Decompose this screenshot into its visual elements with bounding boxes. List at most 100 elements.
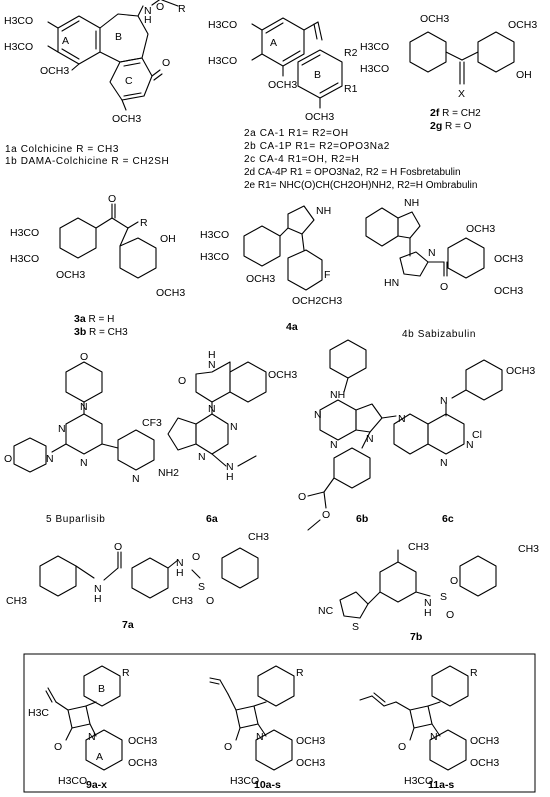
atom-label: N (428, 247, 436, 259)
ring-b (297, 49, 343, 99)
atom-label: OCH3 (112, 113, 141, 125)
atom-label: N (330, 439, 338, 451)
atom-label: F (324, 269, 330, 281)
atom-label: OCH3 (494, 285, 523, 297)
morpholine-ring-left (13, 437, 47, 473)
compound-1-colchicine: A B C H3CO H3CO OCH3 O OCH3 N H O R 1a C… (4, 0, 186, 167)
atom-label: Cl (472, 429, 482, 441)
atom-label: N (424, 597, 432, 609)
atom-label: N (466, 439, 474, 451)
atom-label: OCH3 (128, 757, 157, 769)
atom-label: O (162, 57, 170, 69)
atom-label: NH (330, 389, 345, 401)
caption-9a-x: 9a-x (86, 779, 107, 791)
pyridine-ring (393, 413, 429, 455)
boxed-series-frame (23, 653, 536, 793)
atom-label: H3CO (208, 55, 237, 67)
atom-label: OCH3 (494, 253, 523, 265)
atom-label: H (176, 567, 184, 579)
caption-6c: 6c (442, 513, 454, 525)
benzyl-ring (329, 339, 367, 379)
phenyl-ring (431, 665, 469, 707)
caption-3a: 3a R = H (74, 313, 114, 325)
atom-label: S (198, 581, 205, 593)
caption-2e: 2e R1= NHC(O)CH(CH2OH)NH2, R2=H Ombrabul… (244, 180, 477, 191)
caption-1b: 1b DAMA-Colchicine R = CH2SH (5, 156, 169, 167)
atom-label: H3CO (10, 253, 39, 265)
compound-9a-x: B R H3C O N A OCH3 OCH3 H3CO 9a-x (28, 665, 157, 791)
atom-label: N (430, 731, 438, 743)
compound-5-buparlisib: O N CF3 N N O N N NH2 5 Buparlisib (4, 351, 179, 525)
atom-label: R1 (344, 83, 358, 95)
atom-label: OCH3 (40, 65, 69, 77)
atom-label: OCH3 (128, 735, 157, 747)
atom-label: N (132, 473, 140, 485)
caption-2f: 2f R = CH2 (430, 107, 481, 119)
atom-label: N (226, 461, 234, 473)
atom-label: O (440, 281, 448, 293)
caption-4b: 4b Sabizabulin (402, 329, 476, 340)
trimethoxyphenyl-ring (243, 225, 281, 267)
atom-label: R (178, 3, 186, 15)
atom-label: O (80, 351, 88, 363)
indole-pyrrole-ring (397, 211, 421, 239)
atom-label: R (296, 667, 304, 679)
atom-label: N (398, 413, 406, 425)
caption-6a: 6a (206, 513, 218, 525)
caption-7b: 7b (410, 631, 422, 643)
caption-7a: 7a (122, 619, 134, 631)
atom-label: O (108, 193, 116, 205)
atom-label: N (440, 395, 448, 407)
phenyl-ring-b (83, 665, 121, 707)
phenyl-ring (257, 665, 295, 707)
atom-label: OCH2CH3 (292, 295, 342, 307)
atom-label: OCH3 (508, 19, 537, 31)
atom-label: OCH3 (56, 269, 85, 281)
atom-label: N (198, 451, 206, 463)
ring-a (261, 17, 305, 67)
atom-label: H3CO (200, 251, 229, 263)
cyclopentane-ring (167, 417, 197, 451)
beta-lactam-ring (67, 705, 91, 729)
tolyl-ring (459, 555, 497, 597)
atom-label: H3CO (360, 63, 389, 75)
atom-label: S (352, 621, 359, 633)
atom-label: OCH3 (246, 273, 275, 285)
ring-label-c: C (125, 75, 133, 87)
atom-label: N (230, 421, 238, 433)
ring-label-b: B (98, 683, 105, 695)
beta-lactam-ring (409, 705, 433, 729)
atom-label: OCH3 (470, 757, 499, 769)
atom-label: HN (384, 277, 399, 289)
atom-label: N (314, 409, 322, 421)
atom-label: CF3 (142, 417, 162, 429)
caption-2g: 2g R = O (430, 120, 472, 132)
trimethoxyphenyl-ring (255, 729, 293, 771)
atom-label: H3CO (10, 227, 39, 239)
atom-label: O (206, 595, 214, 607)
atom-label: OCH3 (296, 735, 325, 747)
caption-1a: 1a Colchicine R = CH3 (5, 144, 119, 155)
atom-label: O (224, 741, 232, 753)
atom-label: H3CO (404, 775, 433, 787)
compound-2f-2g: OCH3 H3CO H3CO OCH3 OH X 2f R = CH2 2g R… (360, 13, 537, 132)
caption-6b: 6b (356, 513, 368, 525)
atom-label: N (256, 731, 264, 743)
ring-label-a: A (96, 751, 103, 763)
pyrrole-ring (287, 205, 315, 235)
atom-label: OCH3 (420, 13, 449, 25)
pyrrole-ring (355, 403, 383, 433)
atom-label: O (54, 741, 62, 753)
atom-label: O (114, 541, 122, 553)
hydroxy-methoxyphenyl-ring (119, 237, 157, 279)
atom-label: N (58, 423, 66, 435)
fluorophenyl-ring (287, 249, 323, 291)
ring-label-b: B (314, 69, 321, 81)
atom-label: CH3 (408, 541, 429, 553)
atom-label: NC (318, 605, 334, 617)
ring-label-a: A (270, 37, 277, 49)
ring-label-a: A (62, 35, 69, 47)
atom-label: H3CO (360, 41, 389, 53)
atom-label: OCH3 (296, 757, 325, 769)
atom-label: H3CO (208, 19, 237, 31)
